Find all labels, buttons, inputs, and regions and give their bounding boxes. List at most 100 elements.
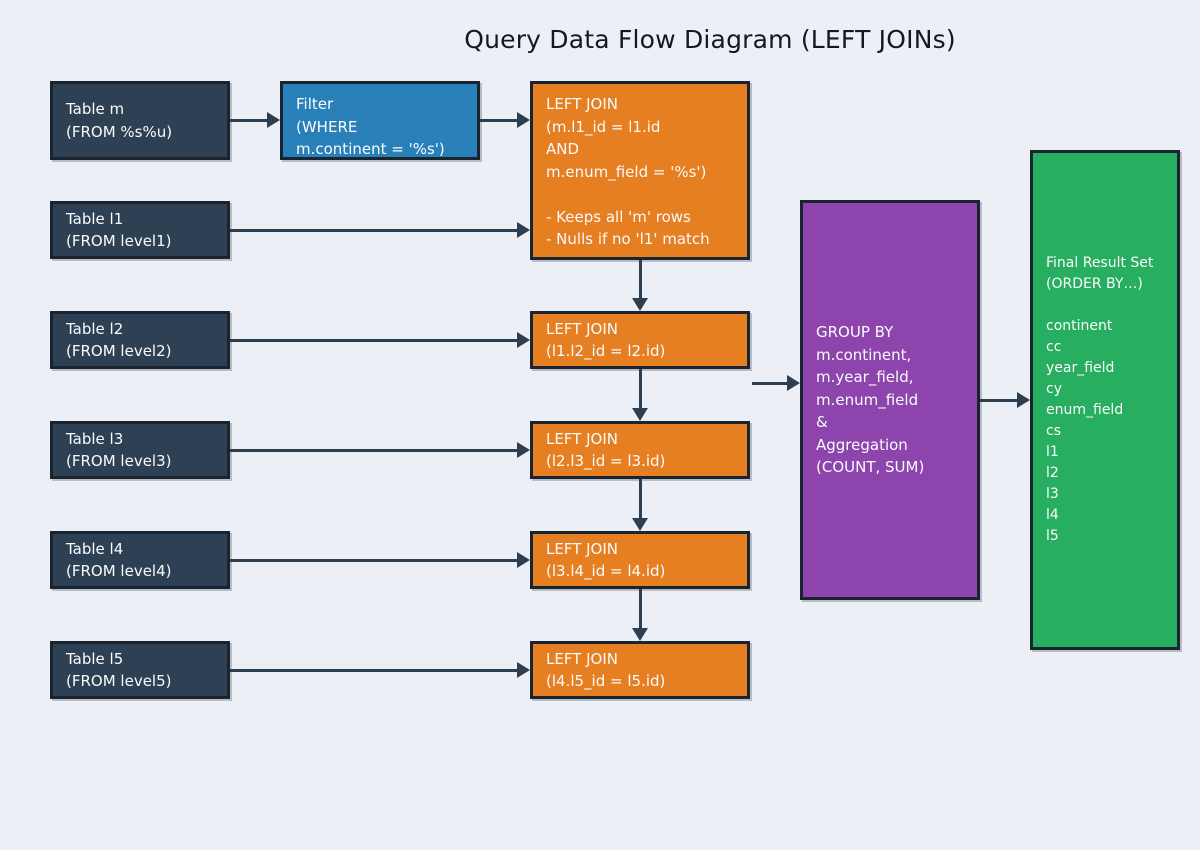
- arrow-table-m-to-filter: [230, 112, 280, 128]
- node-text-line: (FROM level4): [66, 562, 172, 580]
- node-text-line: - Nulls if no 'l1' match: [546, 230, 710, 248]
- node-text-line: &: [816, 413, 828, 432]
- arrow-l1-to-join1: [230, 222, 530, 238]
- node-text-line: l3: [1046, 486, 1059, 502]
- node-text-line: l4: [1046, 507, 1059, 523]
- left-join-3-node: LEFT JOIN (l2.l3_id = l3.id): [530, 421, 750, 479]
- node-text-line: m.continent = '%s'): [296, 140, 445, 158]
- node-text-line: year_field: [1046, 360, 1115, 376]
- arrow-line: [230, 228, 519, 232]
- arrow-line: [230, 448, 519, 452]
- table-l1-node: Table l1 (FROM level1): [50, 201, 230, 259]
- node-text-line: LEFT JOIN: [546, 539, 619, 558]
- table-l5-node: Table l5 (FROM level5): [50, 641, 230, 699]
- node-text-line: m.year_field,: [816, 368, 914, 387]
- node-text-line: (l3.l4_id = l4.id): [546, 562, 666, 580]
- arrow-joins-to-group-by: [752, 375, 800, 391]
- arrow-l3-to-join3: [230, 442, 530, 458]
- node-text-line: LEFT JOIN: [546, 319, 619, 338]
- arrow-line: [230, 118, 269, 122]
- arrow-join3-to-join4: [632, 479, 648, 531]
- node-text-line: Table l5: [66, 649, 124, 668]
- node-text-line: Table l4: [66, 539, 124, 558]
- filter-node: Filter (WHERE m.continent = '%s'): [280, 81, 480, 160]
- arrow-group-by-to-result: [980, 392, 1030, 408]
- arrowhead-icon: [517, 332, 530, 348]
- node-text-line: cy: [1046, 381, 1062, 397]
- arrow-line: [980, 398, 1019, 402]
- arrow-l4-to-join4: [230, 552, 530, 568]
- arrowhead-icon: [517, 552, 530, 568]
- node-text-line: Aggregation: [816, 435, 908, 454]
- arrow-line: [638, 369, 642, 410]
- node-text-line: (COUNT, SUM): [816, 458, 925, 477]
- node-text-line: LEFT JOIN: [546, 649, 619, 668]
- arrow-l2-to-join2: [230, 332, 530, 348]
- node-text-line: l5: [1046, 528, 1059, 544]
- arrow-line: [638, 260, 642, 300]
- node-text-line: Table m: [66, 100, 125, 118]
- arrowhead-icon: [517, 442, 530, 458]
- node-text-line: cc: [1046, 339, 1062, 355]
- node-text-line: (l2.l3_id = l3.id): [546, 452, 666, 470]
- node-text-line: (ORDER BY…): [1046, 276, 1143, 292]
- node-text-line: continent: [1046, 318, 1113, 334]
- node-text-line: (l1.l2_id = l2.id): [546, 342, 666, 360]
- arrowhead-icon: [632, 518, 648, 531]
- arrowhead-icon: [632, 298, 648, 311]
- arrow-line: [230, 338, 519, 342]
- node-text-line: [1046, 295, 1167, 316]
- node-text-line: GROUP BY: [816, 323, 894, 342]
- arrow-line: [230, 558, 519, 562]
- node-text-line: cs: [1046, 423, 1061, 439]
- left-join-2-node: LEFT JOIN (l1.l2_id = l2.id): [530, 311, 750, 369]
- arrow-join4-to-join5: [632, 589, 648, 641]
- node-text-line: m.enum_field: [816, 390, 919, 409]
- arrow-line: [752, 381, 789, 385]
- node-text-line: (WHERE: [296, 117, 358, 136]
- arrow-line: [638, 589, 642, 630]
- node-text-line: LEFT JOIN: [546, 95, 619, 113]
- node-text-line: l1: [1046, 444, 1059, 460]
- table-l3-node: Table l3 (FROM level3): [50, 421, 230, 479]
- table-l4-node: Table l4 (FROM level4): [50, 531, 230, 589]
- arrow-l5-to-join5: [230, 662, 530, 678]
- left-join-4-node: LEFT JOIN (l3.l4_id = l4.id): [530, 531, 750, 589]
- left-join-5-node: LEFT JOIN (l4.l5_id = l5.id): [530, 641, 750, 699]
- node-text-line: Filter: [296, 95, 334, 113]
- group-by-node: GROUP BY m.continent, m.year_field, m.en…: [800, 200, 980, 600]
- node-text-line: Table l2: [66, 319, 124, 338]
- arrowhead-icon: [787, 375, 800, 391]
- node-text-line: Final Result Set: [1046, 255, 1154, 271]
- arrow-join1-to-join2: [632, 260, 648, 311]
- left-join-1-node: LEFT JOIN (m.l1_id = l1.id AND m.enum_fi…: [530, 81, 750, 260]
- node-text-line: Table l1: [66, 209, 124, 228]
- table-m-node: Table m (FROM %s%u): [50, 81, 230, 160]
- node-text-line: (FROM level3): [66, 452, 172, 470]
- node-text-line: (FROM level2): [66, 342, 172, 360]
- node-text-line: LEFT JOIN: [546, 429, 619, 448]
- arrowhead-icon: [517, 112, 530, 128]
- node-text-line: (FROM level5): [66, 672, 172, 690]
- arrowhead-icon: [517, 222, 530, 238]
- table-l2-node: Table l2 (FROM level2): [50, 311, 230, 369]
- arrowhead-icon: [1017, 392, 1030, 408]
- arrow-join2-to-join3: [632, 369, 648, 421]
- node-text-line: m.continent,: [816, 345, 912, 364]
- node-text-line: AND: [546, 140, 580, 158]
- node-text-line: m.enum_field = '%s'): [546, 162, 707, 181]
- node-text-line: [546, 183, 737, 206]
- final-result-node: Final Result Set (ORDER BY…) continent c…: [1030, 150, 1180, 650]
- node-text-line: - Keeps all 'm' rows: [546, 207, 691, 226]
- node-text-line: (FROM level1): [66, 232, 172, 250]
- arrow-line: [480, 118, 519, 122]
- arrowhead-icon: [632, 408, 648, 421]
- arrowhead-icon: [267, 112, 280, 128]
- arrow-line: [230, 668, 519, 672]
- arrow-line: [638, 479, 642, 520]
- node-text-line: (m.l1_id = l1.id: [546, 117, 661, 136]
- diagram-title: Query Data Flow Diagram (LEFT JOINs): [464, 25, 956, 54]
- node-text-line: Table l3: [66, 429, 124, 448]
- arrowhead-icon: [517, 662, 530, 678]
- node-text-line: l2: [1046, 465, 1059, 481]
